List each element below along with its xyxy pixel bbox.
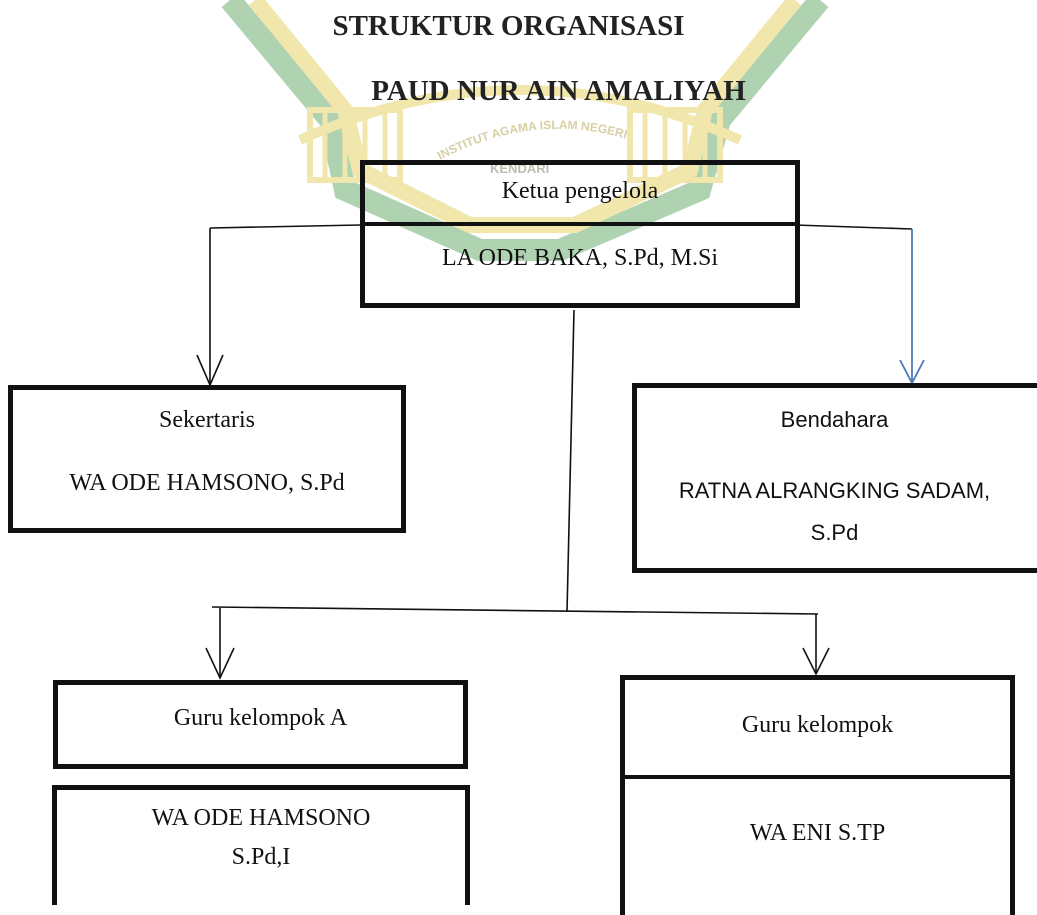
sekertaris-box bbox=[8, 385, 406, 533]
chart-title: STRUKTUR ORGANISASI bbox=[332, 10, 685, 42]
line-ketua-to-right bbox=[794, 224, 913, 230]
guru-a-role-box bbox=[53, 680, 468, 769]
guru-a-role-label: Guru kelompok A bbox=[173, 705, 348, 731]
sekertaris-role-label: Sekertaris bbox=[159, 407, 255, 433]
line-ketua-trunk bbox=[566, 309, 575, 613]
chart-subtitle: PAUD NUR AIN AMALIYAH bbox=[371, 75, 746, 107]
guru-b-role-label: Guru kelompok bbox=[741, 712, 894, 738]
guru-b-divider bbox=[620, 775, 1015, 779]
line-guru-horizontal bbox=[211, 606, 819, 615]
guru-a-name-label-line2: S.Pd,I bbox=[231, 844, 291, 870]
bendahara-name-label-line2: S.Pd bbox=[810, 520, 859, 545]
iain-kendari-watermark-logo: INSTITUT AGAMA ISLAM NEGERI KENDARI bbox=[221, 0, 829, 261]
bendahara-role-label: Bendahara bbox=[780, 407, 889, 432]
bendahara-name-label-line1: RATNA ALRANGKING SADAM, bbox=[678, 478, 991, 503]
connector-lines bbox=[196, 224, 925, 680]
ketua-name-label: LA ODE BAKA, S.Pd, M.Si bbox=[441, 245, 719, 271]
arrow-guru-a-icon bbox=[205, 647, 235, 680]
guru-a-name-label-line1: WA ODE HAMSONO bbox=[151, 805, 371, 831]
guru-b-box bbox=[620, 675, 1015, 915]
ketua-role-box bbox=[360, 160, 800, 226]
sekertaris-name-label: WA ODE HAMSONO, S.Pd bbox=[69, 470, 345, 496]
arrow-guru-b-icon bbox=[802, 647, 830, 676]
guru-a-name-box bbox=[52, 785, 470, 905]
bendahara-box bbox=[632, 383, 1037, 573]
ketua-role-label: Ketua pengelola bbox=[501, 178, 659, 204]
guru-b-name-label: WA ENI S.TP bbox=[749, 820, 886, 846]
line-ketua-to-left bbox=[209, 224, 361, 229]
